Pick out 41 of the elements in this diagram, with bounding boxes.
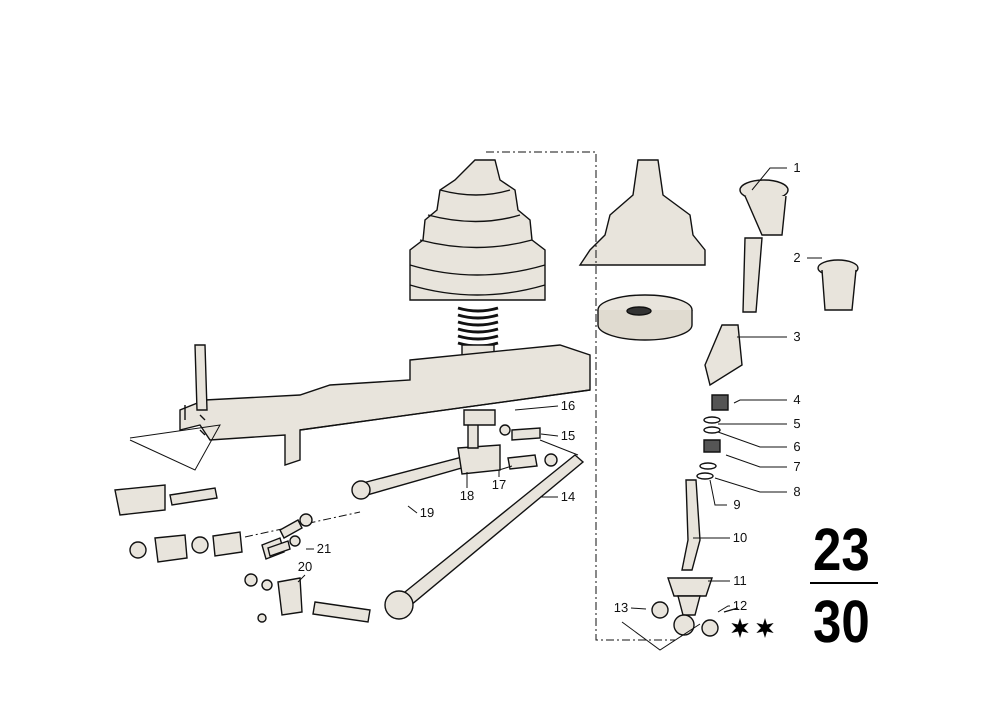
callout-number: 17	[489, 477, 509, 493]
callout-number: 2	[787, 250, 807, 266]
callout-number: 3	[787, 329, 807, 345]
leader-line	[298, 574, 306, 582]
leader-line	[540, 496, 558, 498]
callout-number: 14	[558, 489, 578, 505]
callout-number: 11	[730, 573, 750, 589]
callout-number: 10	[730, 530, 750, 546]
callout-number: 9	[727, 497, 747, 513]
callout-number: 19	[417, 505, 437, 521]
leader-line	[466, 472, 468, 488]
leader-line	[714, 478, 788, 492]
leader-line	[540, 434, 558, 436]
leader-line	[306, 548, 314, 550]
leader-line	[408, 506, 418, 514]
leader-line	[726, 454, 788, 468]
leader-line	[630, 608, 646, 610]
callout-number: 8	[787, 484, 807, 500]
callout-number: 5	[787, 416, 807, 432]
callout-number: 6	[787, 439, 807, 455]
leader-line	[718, 606, 730, 612]
diagram-number: 23	[813, 520, 870, 580]
callout-number: 16	[558, 398, 578, 414]
leader-line	[708, 580, 730, 582]
leader-line	[718, 432, 788, 448]
callout-number: 1	[787, 160, 807, 176]
leader-line	[498, 466, 512, 478]
leader-line	[514, 406, 558, 410]
leader-line	[710, 480, 728, 506]
callout-number: 7	[787, 459, 807, 475]
callout-number: 20	[295, 559, 315, 575]
callout-number: 18	[457, 488, 477, 504]
diagram-number: 30	[813, 592, 870, 652]
callout-number: 12	[730, 598, 750, 614]
leader-line	[752, 168, 788, 190]
callout-number: 15	[558, 428, 578, 444]
callout-number: 21	[314, 541, 334, 557]
leader-line	[736, 336, 788, 338]
callout-number: 4	[787, 392, 807, 408]
leader-line	[734, 400, 788, 404]
callout-number: 13	[611, 600, 631, 616]
